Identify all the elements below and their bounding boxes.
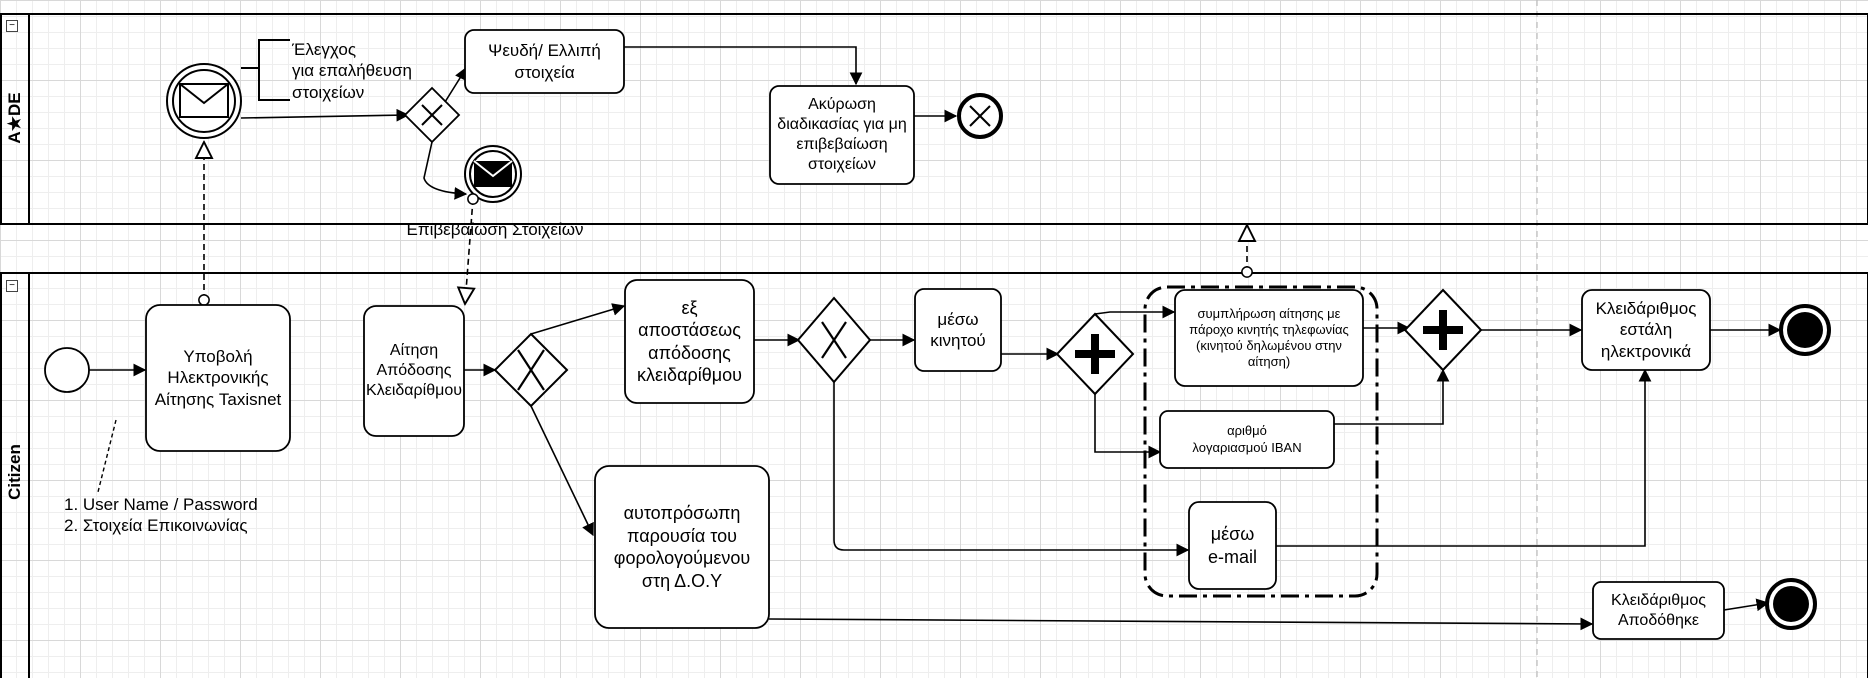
- exclusive-gateway-delivery[interactable]: [493, 332, 569, 408]
- x-icon: [821, 321, 847, 359]
- cancel-end-event[interactable]: [957, 93, 1003, 139]
- flow-in-person-to-delivered[interactable]: [768, 617, 1594, 631]
- flow-iban-to-join[interactable]: [1334, 368, 1450, 425]
- exclusive-gateway-channel[interactable]: [796, 296, 872, 384]
- flow-delivered-to-end[interactable]: [1723, 598, 1770, 612]
- task-via-email[interactable]: [1188, 501, 1277, 590]
- task-password-sent[interactable]: [1581, 289, 1711, 371]
- flow-gateway-to-remote[interactable]: [530, 303, 626, 335]
- task-password-delivered[interactable]: [1592, 581, 1725, 640]
- parallel-gateway-join[interactable]: [1403, 288, 1483, 372]
- flow-false-to-cancel[interactable]: [624, 46, 863, 86]
- flow-gateway-to-false-data[interactable]: [444, 66, 467, 103]
- annotation-bracket: [241, 39, 290, 101]
- flow-parallel-to-fill[interactable]: [1094, 305, 1176, 319]
- task-false-data[interactable]: [464, 29, 625, 94]
- pool-aade[interactable]: [0, 13, 1868, 225]
- task-remote-delivery[interactable]: [624, 279, 755, 404]
- x-circle-icon: [969, 105, 991, 127]
- task-via-mobile[interactable]: [914, 288, 1002, 372]
- message-start-event[interactable]: [166, 63, 242, 139]
- end-event-delivered[interactable]: [1765, 578, 1817, 630]
- minus-box-icon[interactable]: −: [6, 280, 18, 292]
- plus-icon: [1075, 334, 1115, 374]
- pool-citizen[interactable]: [0, 272, 1868, 678]
- message-throw-event[interactable]: [464, 145, 522, 203]
- group-mobile-verification[interactable]: [1143, 285, 1379, 598]
- pool-title-aade: A★DE: [5, 92, 24, 144]
- flow-gateway-to-email[interactable]: [833, 382, 1190, 557]
- task-fill-application[interactable]: [1174, 289, 1364, 387]
- flow-parallel-to-iban[interactable]: [1094, 394, 1162, 459]
- task-submit-application[interactable]: [145, 304, 291, 452]
- task-request-password[interactable]: [363, 305, 465, 437]
- envelope-icon: [179, 83, 229, 118]
- plus-icon: [1423, 310, 1463, 350]
- parallel-gateway-split[interactable]: [1055, 312, 1135, 396]
- task-cancel-procedure[interactable]: [769, 85, 915, 185]
- x-icon: [517, 349, 545, 391]
- task-iban[interactable]: [1159, 410, 1335, 469]
- flow-start-to-gateway[interactable]: [240, 108, 410, 122]
- minus-box-icon[interactable]: −: [6, 20, 18, 32]
- message-flow-confirmation-to-request[interactable]: [465, 199, 473, 304]
- start-event[interactable]: [44, 347, 90, 393]
- envelope-filled-icon: [473, 160, 513, 187]
- end-event-sent[interactable]: [1779, 304, 1831, 356]
- x-icon: [421, 104, 443, 126]
- exclusive-gateway-aade[interactable]: [403, 86, 461, 144]
- flow-email-to-sent[interactable]: [1276, 368, 1652, 547]
- flow-gateway-to-confirmation[interactable]: [423, 141, 468, 200]
- flow-gateway-to-in-person[interactable]: [530, 405, 594, 537]
- pool-title-citizen: Citizen: [5, 444, 24, 500]
- task-in-person[interactable]: [594, 465, 770, 629]
- annotation-link: [97, 419, 117, 493]
